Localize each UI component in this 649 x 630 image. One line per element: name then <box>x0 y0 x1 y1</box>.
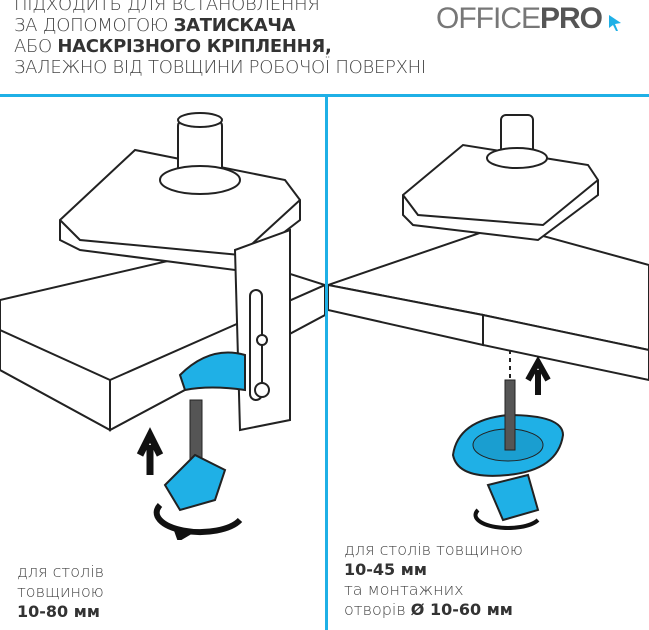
text: OFFICE <box>436 2 541 35</box>
divider-horizontal <box>0 94 649 97</box>
text: НАСКРІЗНОГО КРІПЛЕННЯ, <box>57 36 332 57</box>
officepro-logo: OFFICEPRO <box>436 2 621 36</box>
through-mount-illustration <box>328 114 649 530</box>
thickness-value: 10-80 мм <box>17 602 100 621</box>
text: для столів товщиною <box>344 540 523 559</box>
text: та монтажних <box>344 580 464 599</box>
text: отворів <box>344 600 411 619</box>
through-mount-caption: для столів товщиною 10-45 мм та монтажни… <box>344 540 523 620</box>
thickness-value: 10-45 мм <box>344 560 427 579</box>
text: для столів <box>17 562 105 581</box>
text: ЗА ДОПОМОГОЮ <box>14 15 174 36</box>
clamp-illustration <box>0 112 325 540</box>
clamp-caption: для столів товщиною 10-80 мм <box>17 562 104 622</box>
text: товщиною <box>17 582 104 601</box>
headline-line: ЗАЛЕЖНО ВІД ТОВЩИНИ РОБОЧОЇ ПОВЕРХНІ <box>14 57 426 78</box>
text: PRO <box>540 2 603 35</box>
headline-line: ЗА ДОПОМОГОЮ ЗАТИСКАЧА <box>14 15 426 36</box>
headline: ПІДХОДИТЬ ДЛЯ ВСТАНОВЛЕННЯ ЗА ДОПОМОГОЮ … <box>14 0 426 78</box>
headline-line: АБО НАСКРІЗНОГО КРІПЛЕННЯ, <box>14 36 426 57</box>
hole-diameter-value: Ø 10-60 мм <box>410 600 513 619</box>
text: отворів Ø 10-60 мм <box>344 600 523 620</box>
headline-line: ПІДХОДИТЬ ДЛЯ ВСТАНОВЛЕННЯ <box>14 0 320 15</box>
text: ЗАТИСКАЧА <box>173 15 296 36</box>
cursor-icon <box>609 15 621 31</box>
text: АБО <box>14 36 58 57</box>
divider-vertical <box>325 96 328 630</box>
